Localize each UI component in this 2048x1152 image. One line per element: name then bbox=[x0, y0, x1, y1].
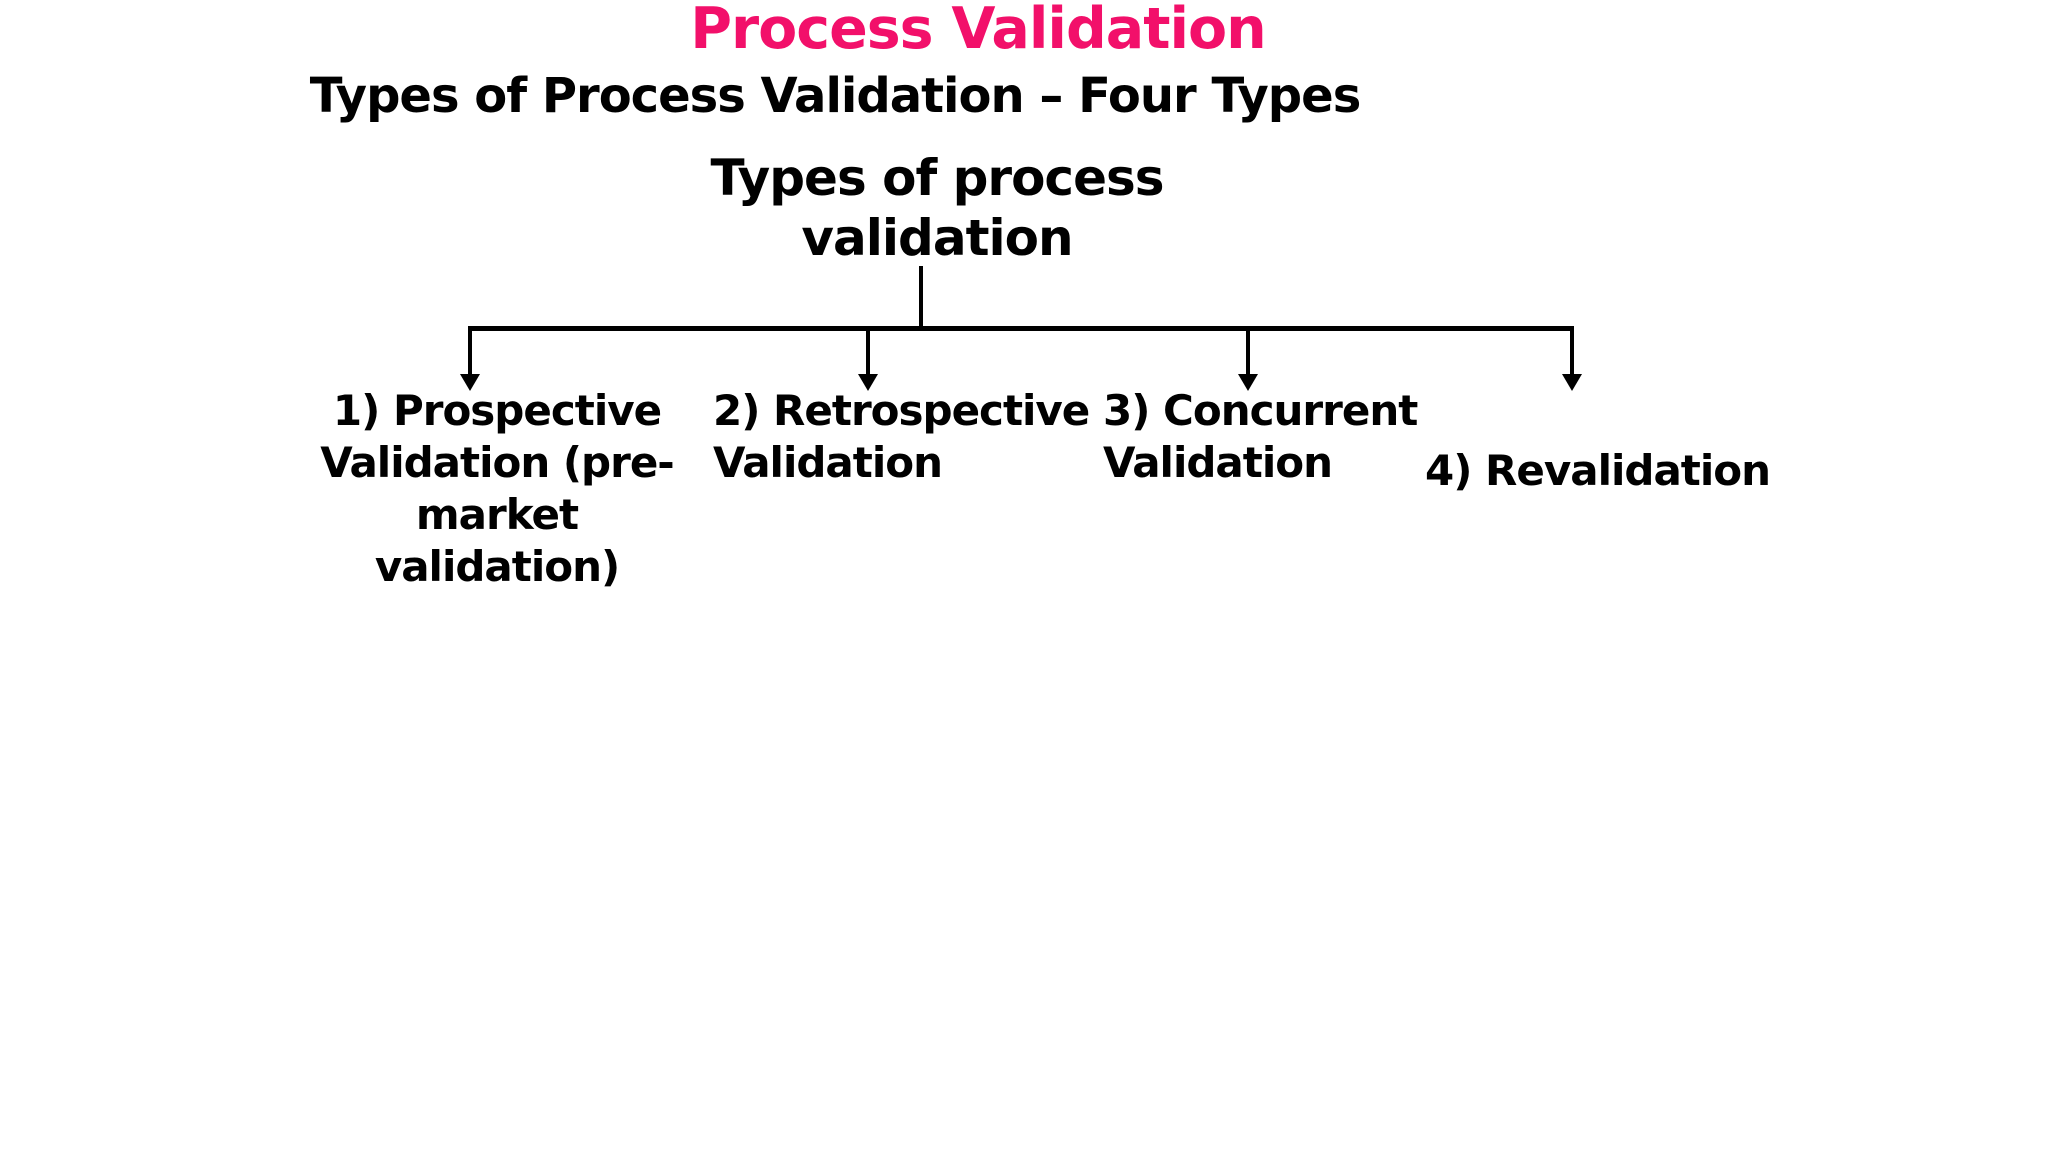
branch-label-prospective-validation: 1) Prospective Validation (pre- market v… bbox=[320, 386, 675, 591]
branch-arrow-1 bbox=[468, 326, 472, 376]
branch-arrowhead-2-icon bbox=[858, 374, 878, 391]
slide-title: Process Validation bbox=[690, 0, 1267, 62]
branch-arrow-3 bbox=[1246, 326, 1250, 376]
branch-label-revalidation: 4) Revalidation bbox=[1425, 446, 1771, 495]
slide-subtitle: Types of Process Validation – Four Types bbox=[309, 68, 1362, 124]
branch-label-retrospective-validation: 2) Retrospective Validation bbox=[713, 386, 1090, 487]
root-stem-connector bbox=[919, 266, 923, 326]
branch-label-concurrent-validation: 3) Concurrent Validation bbox=[1103, 386, 1418, 487]
diagram-root-label: Types of process validation bbox=[710, 149, 1164, 267]
branch-arrowhead-4-icon bbox=[1562, 374, 1582, 391]
branch-arrow-4 bbox=[1570, 326, 1574, 376]
branch-arrow-2 bbox=[866, 326, 870, 376]
branch-arrowhead-1-icon bbox=[460, 374, 480, 391]
branch-horizontal-connector bbox=[468, 326, 1574, 331]
branch-arrowhead-3-icon bbox=[1238, 374, 1258, 391]
